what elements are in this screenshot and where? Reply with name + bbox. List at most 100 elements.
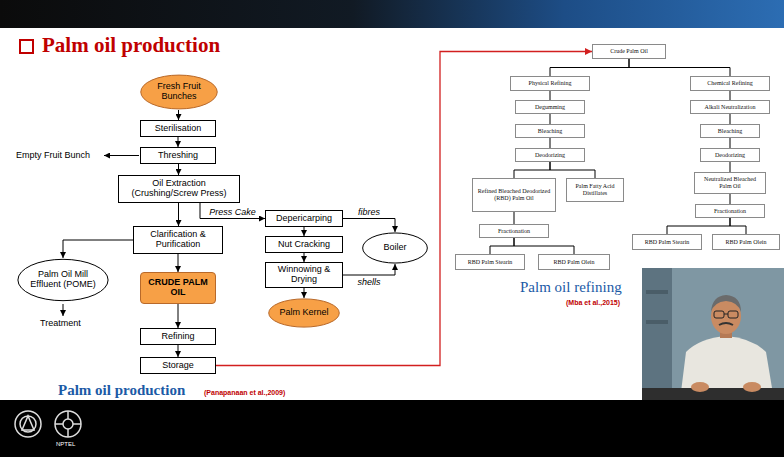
node-text: Alkali Neutralization: [705, 104, 756, 111]
flow-connector: [178, 345, 179, 357]
refining-step-box: Chemical Refining: [690, 76, 770, 91]
refining-step-box: RBD Palm Olein: [538, 254, 610, 270]
node-text: Bleaching: [538, 128, 562, 135]
process-box: Oil Extraction (Crushing/Screw Press): [118, 175, 240, 203]
top-band: [0, 0, 784, 28]
node-text: Crude Palm Oil: [610, 48, 648, 55]
edge-label: shells: [356, 277, 381, 287]
node-text: Deodorizing: [535, 152, 565, 159]
byproduct-ellipse: Boiler: [362, 232, 428, 264]
title-bullet: [20, 40, 33, 53]
refining-step-box: Refined Bleached Deodorized (RBD) Palm O…: [472, 178, 556, 212]
node-text: RBD Palm Stearin: [645, 239, 690, 246]
flow-connector: [304, 253, 305, 262]
refining-step-box: RBD Palm Stearin: [632, 234, 702, 250]
figure-caption: Palm oil refining: [520, 279, 622, 296]
ellipse-shape: [269, 299, 340, 327]
flow-connector: [343, 264, 395, 275]
node-text: Palm Kernel: [279, 308, 328, 318]
flow-connector: [550, 114, 551, 124]
refining-step-box: Bleaching: [700, 124, 760, 138]
node-text: Winnowing & Drying: [270, 265, 338, 285]
refining-step-box: Deodorizing: [700, 148, 760, 162]
node-text: Bleaching: [718, 128, 742, 135]
flow-connector: [178, 203, 179, 226]
node-text: Oil Extraction (Crushing/Screw Press): [123, 179, 235, 199]
refining-step-box: RBD Palm Stearin: [455, 254, 525, 270]
flow-connector: [178, 137, 179, 147]
byproduct-ellipse: Palm Oil Mill Effluent (POME): [17, 258, 109, 302]
node-text: Storage: [162, 361, 194, 371]
process-box: Winnowing & Drying: [265, 262, 343, 288]
reference-arrow: [216, 52, 592, 366]
refining-step-box: Alkali Neutralization: [690, 100, 770, 114]
node-text: Threshing: [158, 151, 198, 161]
refining-step-box: Physical Refining: [510, 76, 590, 91]
refining-step-box: Neutralized Bleached Palm Oil: [694, 172, 766, 194]
node-text: Chemical Refining: [707, 80, 753, 87]
lecturer-video: [642, 268, 784, 400]
flow-connector: [514, 162, 550, 178]
bottom-band: [0, 400, 784, 457]
node-text: Physical Refining: [529, 80, 572, 87]
node-text: RBD Palm Stearin: [468, 259, 513, 266]
flow-connector: [63, 240, 133, 258]
process-box: Depericarping: [265, 210, 343, 227]
flow-connector: [514, 238, 574, 254]
logo-text: NPTEL: [56, 441, 75, 447]
process-box: Threshing: [140, 147, 216, 164]
process-box: Clarification & Purification: [133, 226, 223, 254]
flow-connector: [550, 91, 551, 100]
flow-connector: [730, 91, 731, 100]
node-text: Fresh Fruit Bunches: [151, 82, 207, 102]
ellipse-shape: [18, 259, 108, 300]
flow-connector: [514, 212, 515, 224]
node-text: Degumming: [535, 104, 565, 111]
refining-step-box: Fractionation: [479, 224, 549, 238]
refining-step-box: Fractionation: [695, 204, 765, 218]
process-box: Refining: [140, 328, 216, 345]
product-ellipse: Fresh Fruit Bunches: [140, 74, 218, 110]
refining-step-box: Crude Palm Oil: [592, 44, 666, 59]
process-box: Sterilisation: [140, 120, 216, 137]
node-text: Neutralized Bleached Palm Oil: [698, 176, 762, 190]
node-text: Deodorizing: [715, 152, 745, 159]
node-text: Refined Bleached Deodorized (RBD) Palm O…: [476, 188, 552, 202]
leader-arrow: [63, 304, 64, 316]
refining-step-box: Bleaching: [515, 124, 585, 138]
flow-connector: [730, 162, 731, 172]
institute-logo: [15, 411, 41, 437]
flow-connector: [178, 304, 179, 328]
node-text: RBD Palm Olein: [553, 259, 594, 266]
figure-caption: Palm oil production: [58, 382, 185, 399]
flow-connector: [178, 254, 179, 272]
leader-arrow: [104, 155, 139, 156]
flow-connector: [343, 219, 395, 233]
process-box: Nut Cracking: [265, 236, 343, 253]
product-ellipse: Palm Kernel: [268, 298, 340, 328]
slide-title: Palm oil production: [42, 33, 220, 58]
node-text: Fractionation: [714, 208, 746, 215]
node-text: Nut Cracking: [278, 240, 330, 250]
node-text: Sterilisation: [155, 124, 202, 134]
citation: (Mba et al.,2015): [566, 299, 620, 306]
flow-connector: [730, 114, 731, 124]
node-text: Boiler: [383, 243, 406, 253]
node-text: CRUDE PALM OIL: [145, 278, 211, 298]
flow-connector: [490, 238, 514, 254]
refining-step-box: Deodorizing: [515, 148, 585, 162]
flow-connector: [304, 227, 305, 236]
product-box: CRUDE PALM OIL: [140, 272, 216, 304]
flow-connector: [178, 110, 179, 120]
flow-connector: [304, 288, 305, 298]
flow-connector: [730, 194, 731, 204]
edge-label: Press Cake: [208, 207, 257, 217]
flow-connector: [730, 218, 746, 234]
node-text: Palm Fatty Acid Distillates: [570, 183, 620, 197]
refining-step-box: RBD Palm Olein: [712, 234, 780, 250]
refining-step-box: Degumming: [515, 100, 585, 114]
node-text: Depericarping: [276, 214, 332, 224]
node-text: Clarification & Purification: [138, 230, 218, 250]
